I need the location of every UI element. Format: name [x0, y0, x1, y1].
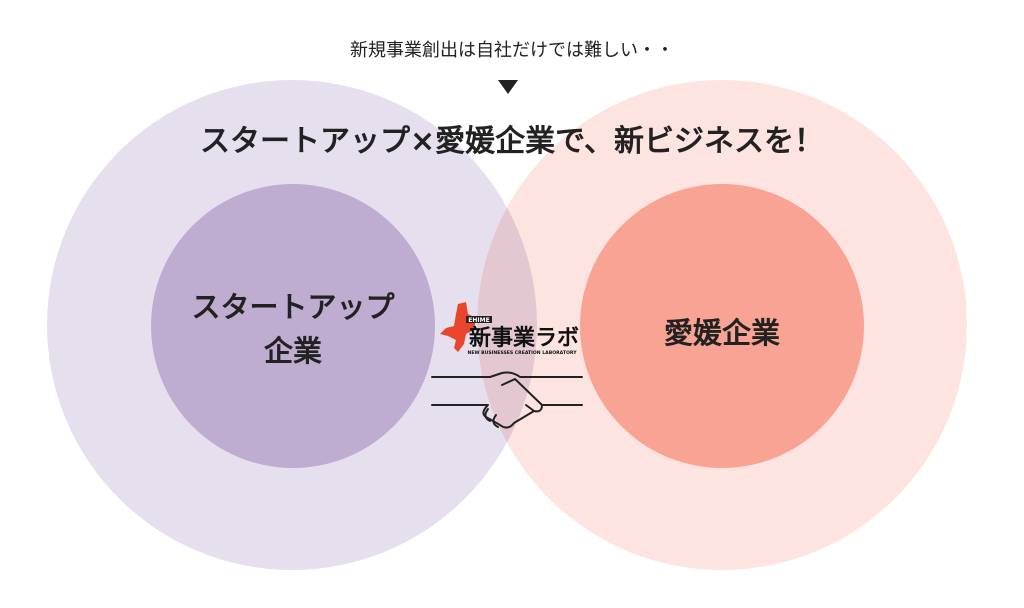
- ehime-inner-circle: [580, 184, 864, 468]
- svg-text:EHIME: EHIME: [468, 317, 489, 324]
- startup-label-line2: 企業: [263, 334, 322, 368]
- ehime-map-icon: [440, 302, 476, 352]
- ehime-lab-logo: EHIME 新事業ラボ NEW BUSINESSES CREATION LABO…: [440, 302, 579, 356]
- handshake-icon: [431, 371, 583, 429]
- startup-label: スタートアップ 企業: [151, 285, 435, 373]
- down-triangle-icon: [498, 80, 518, 94]
- startup-inner-circle: [151, 184, 435, 468]
- svg-text:NEW BUSINESSES CREATION LABORA: NEW BUSINESSES CREATION LABORATORY: [467, 350, 577, 356]
- startup-label-line1: スタートアップ: [191, 290, 395, 324]
- svg-text:新事業ラボ: 新事業ラボ: [469, 325, 579, 351]
- main-title: スタートアップ×愛媛企業で、新ビジネスを！: [200, 124, 824, 159]
- subtitle: 新規事業創出は自社だけでは難しい・・: [350, 40, 674, 61]
- ehime-label: 愛媛企業: [663, 316, 780, 350]
